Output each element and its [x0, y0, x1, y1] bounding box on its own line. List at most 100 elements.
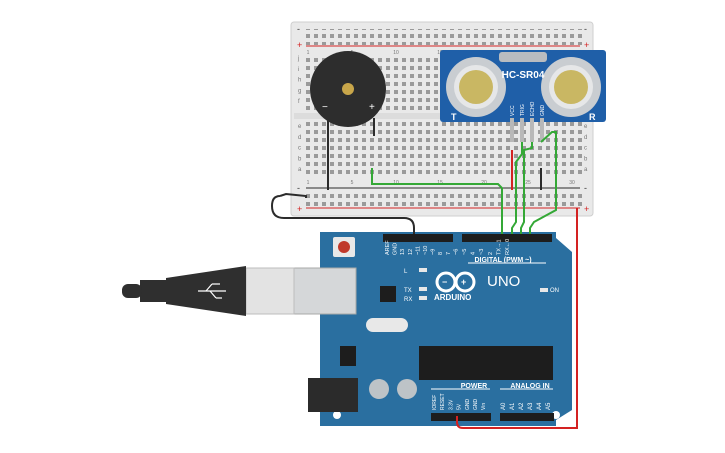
row-letter-left: j [297, 56, 299, 62]
ground-wire[interactable] [270, 192, 415, 234]
column-number: 30 [569, 180, 575, 186]
digital-pin-label: ~5 [462, 249, 468, 255]
analog-header [500, 413, 554, 421]
digital-pin-label: ~3 [479, 249, 485, 255]
sensor-pin-vcc[interactable] [510, 118, 514, 142]
digital-pin-label: 4 [471, 252, 477, 255]
rail-minus-bottom-left: - [297, 183, 300, 193]
row-letter-left: i [298, 67, 299, 73]
analog-label: ANALOG IN [510, 383, 549, 390]
row-letter-right: c [584, 146, 587, 152]
on-led [540, 288, 548, 292]
digital-pin-label: AREF [385, 240, 391, 255]
row-letter-left: c [298, 146, 301, 152]
digital-pin-label: 12 [408, 249, 414, 255]
rail-plus-top-right: + [584, 40, 589, 50]
power-header [431, 413, 491, 421]
usb-cable-end [122, 284, 142, 298]
analog-pin-label: A2 [519, 402, 525, 410]
digital-pin-label: 8 [438, 252, 444, 255]
sensor-pin-label: GND [540, 105, 546, 117]
row-letter-left: d [298, 135, 301, 141]
buzzer-to-pin-wire[interactable] [371, 168, 503, 234]
sensor-pin-gnd[interactable] [540, 118, 544, 142]
row-letter-left: b [298, 156, 302, 162]
digital-pin-label: 2 [488, 252, 494, 255]
rail-minus-top-left: - [297, 24, 300, 34]
sensor-t-mark: T [451, 112, 457, 122]
digital-pin-label: 13 [400, 249, 406, 255]
power-pin-label: Vin [481, 403, 487, 410]
power-pin-label: 5V [457, 403, 463, 410]
rail-plus-bottom-right: + [584, 204, 589, 214]
digital-header-1 [383, 234, 453, 242]
led-label: TX [404, 288, 412, 294]
power-pin-label: 3.3V [448, 399, 454, 410]
row-letter-left: e [298, 124, 302, 130]
column-number: 5 [351, 180, 354, 186]
row-letter-left: a [298, 167, 302, 173]
wires [270, 131, 578, 429]
digital-header-2 [462, 234, 552, 242]
led-label: L [404, 269, 408, 275]
usb-cable[interactable] [122, 266, 295, 316]
column-number: 1 [307, 50, 310, 56]
sensor-pin-label: VCC [510, 105, 516, 116]
power-5v-wire[interactable] [456, 208, 578, 429]
rx-led [419, 296, 427, 300]
column-number: 10 [393, 50, 399, 56]
power-pin-label: GND [473, 399, 479, 411]
digital-pin-label: RX←0 [505, 239, 511, 255]
rail-plus-bottom-left: + [297, 204, 302, 214]
digital-pin-label: GND [393, 243, 399, 255]
tx-led [419, 287, 427, 291]
lower-terminal-holes [306, 122, 582, 178]
buzzer-minus-label: − [322, 102, 328, 113]
row-letter-right: b [584, 156, 588, 162]
row-letter-left: g [298, 88, 301, 94]
usb-port [293, 267, 357, 315]
gnd-sensor-wire[interactable] [529, 131, 557, 234]
sensor-r-mark: R [589, 112, 596, 122]
analog-pin-label: A5 [546, 402, 552, 410]
svg-text:−: − [442, 277, 447, 287]
svg-text:+: + [461, 277, 466, 287]
piezo-buzzer[interactable]: − + [310, 51, 386, 190]
usb-symbol-icon [198, 283, 226, 299]
buzzer-plus-label: + [369, 102, 375, 113]
ultrasonic-sensor[interactable]: HC-SR04 T R VCC TRIG ECHO GND [440, 50, 606, 142]
analog-pin-label: A0 [501, 402, 507, 410]
rail-minus-top-right: - [584, 24, 587, 34]
analog-pin-label: A1 [510, 402, 516, 410]
sensor-pin-echo[interactable] [530, 118, 534, 142]
top-rail-holes-2 [306, 37, 582, 45]
analog-pin-label: A4 [537, 402, 543, 410]
sensor-pin-label: TRIG [520, 104, 526, 116]
trig-to-pin-wire[interactable] [511, 142, 523, 234]
sensor-model-label: HC-SR04 [502, 70, 545, 81]
digital-pin-label: ~9 [431, 249, 437, 255]
row-letter-right: d [584, 135, 587, 141]
l-led [419, 268, 427, 272]
row-letter-right: a [584, 167, 588, 173]
sensor-pin-label: ECHO [530, 101, 536, 116]
sensor-pin-trig[interactable] [520, 118, 524, 142]
bottom-rail-holes-2 [306, 198, 582, 206]
bottom-rail-holes-1 [306, 190, 582, 198]
arduino-infinity-logo-icon: − + [435, 271, 476, 293]
uno-label: UNO [487, 273, 520, 290]
sensor-crystal [499, 52, 547, 62]
arduino-brand-label: ARDUINO [434, 293, 471, 302]
column-number: 1 [307, 180, 310, 186]
echo-to-pin-wire[interactable] [520, 142, 533, 234]
reset-button[interactable] [338, 241, 350, 253]
atmega-chip [419, 346, 553, 380]
usb-strain-relief [140, 280, 168, 302]
capacitor-1 [369, 379, 389, 399]
